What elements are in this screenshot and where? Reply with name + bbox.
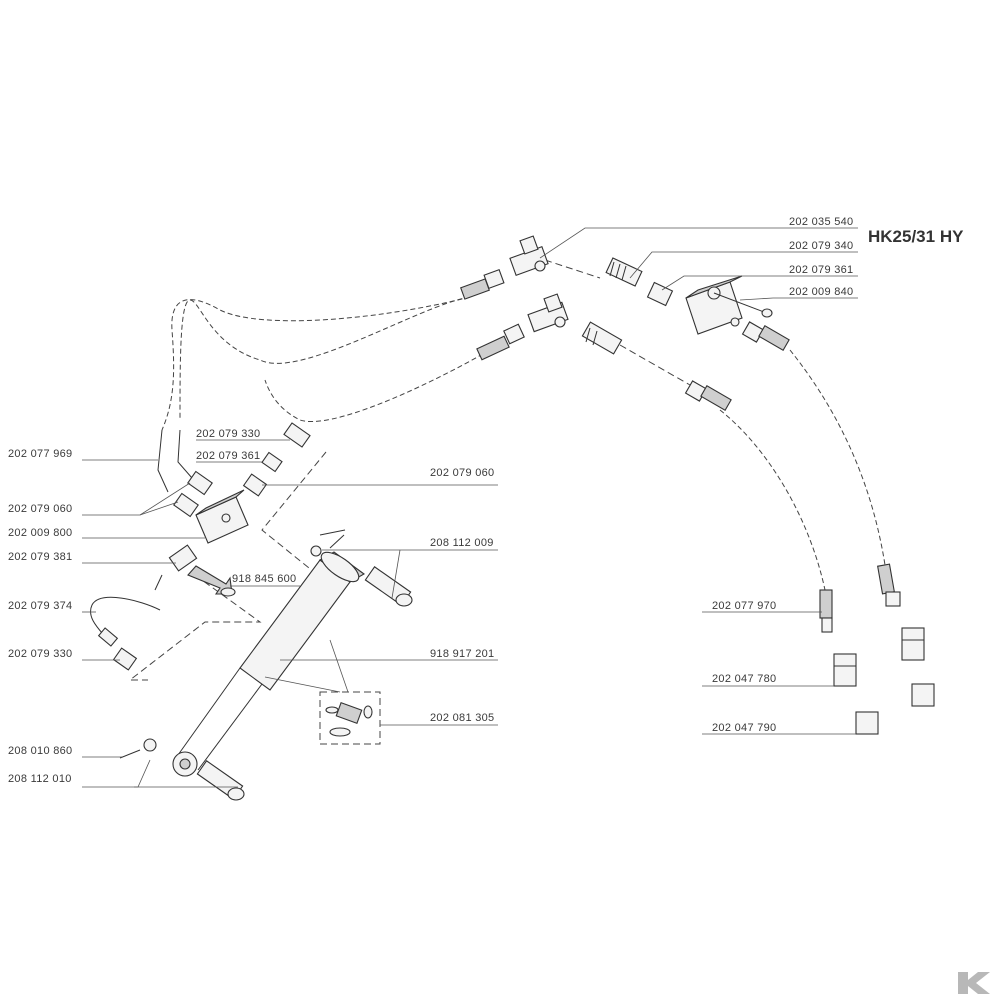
fittings-left: [173, 422, 311, 518]
dash-connector-3: [261, 451, 331, 586]
brand-logo: [950, 968, 994, 994]
tee-fitting-middle: [527, 293, 569, 333]
label-208010860: 208 010 860: [8, 745, 72, 757]
washer-208010860: [119, 738, 157, 759]
label-918845600: 918 845 600: [232, 573, 296, 585]
model-title: HK25/31 HY: [868, 227, 964, 246]
hose-202077969: [157, 429, 193, 493]
hose-202077970: [819, 589, 833, 633]
adapter-202079381: [154, 544, 198, 591]
hose-upper-left: [161, 296, 471, 431]
label-202079361-left: 202 079 361: [196, 450, 260, 462]
hose-end-upper: [460, 268, 505, 300]
label-202079381: 202 079 381: [8, 551, 72, 563]
hose-lines: [128, 259, 886, 681]
tee-fitting-202035540: [509, 235, 549, 276]
label-202079330-lower: 202 079 330: [8, 648, 72, 660]
hose-right-lower-2: [877, 563, 901, 607]
label-202077969: 202 077 969: [8, 448, 72, 460]
coupler-202047780: [833, 627, 925, 687]
pin-208112010: [196, 760, 245, 801]
part-labels: 202 035 540 202 079 340 202 079 361 202 …: [8, 216, 858, 785]
label-202047790: 202 047 790: [712, 722, 776, 734]
label-202035540: 202 035 540: [789, 216, 853, 228]
valve-block-202009840: [685, 275, 773, 335]
fitting-202079330-lower: [112, 647, 138, 671]
hose-middle-left: [264, 349, 491, 422]
label-202077970: 202 077 970: [712, 600, 776, 612]
label-202009800: 202 009 800: [8, 527, 72, 539]
hose-end-middle: [476, 323, 525, 361]
arrow-918845600: [187, 565, 236, 597]
label-202079060-right: 202 079 060: [430, 467, 494, 479]
hose-right-2: [789, 349, 886, 566]
label-202079330-upper: 202 079 330: [196, 428, 260, 440]
hose-upper-left-2: [179, 296, 471, 421]
label-208112009: 208 112 009: [430, 537, 494, 549]
seal-kit-202081305: [319, 691, 381, 745]
adapter-middle: [581, 321, 623, 355]
hose-end-valve: [741, 321, 790, 351]
cylinder-918917201: [172, 529, 366, 777]
label-202047780: 202 047 780: [712, 673, 776, 685]
dash-connector-1: [544, 259, 601, 279]
dash-connector-4: [128, 574, 262, 681]
hose-right-1: [719, 409, 826, 591]
pin-208112009: [310, 545, 413, 607]
label-208112010: 208 112 010: [8, 773, 72, 785]
label-202079060-left: 202 079 060: [8, 503, 72, 515]
nut-202079361-upper: [646, 281, 674, 307]
label-202079340: 202 079 340: [789, 240, 853, 252]
label-202009840: 202 009 840: [789, 286, 853, 298]
label-202081305: 202 081 305: [430, 712, 494, 724]
leader-lines: [82, 227, 858, 788]
hose-end-right-upper: [684, 380, 732, 411]
pipe-202079374: [90, 596, 161, 647]
valve-block-202009800: [195, 489, 249, 544]
label-202079361-upper: 202 079 361: [789, 264, 853, 276]
dash-connector-2: [619, 344, 691, 386]
label-202079374: 202 079 374: [8, 600, 72, 612]
coupler-202047790: [855, 683, 935, 735]
adapter-202079340: [605, 257, 643, 287]
label-918917201: 918 917 201: [430, 648, 494, 660]
